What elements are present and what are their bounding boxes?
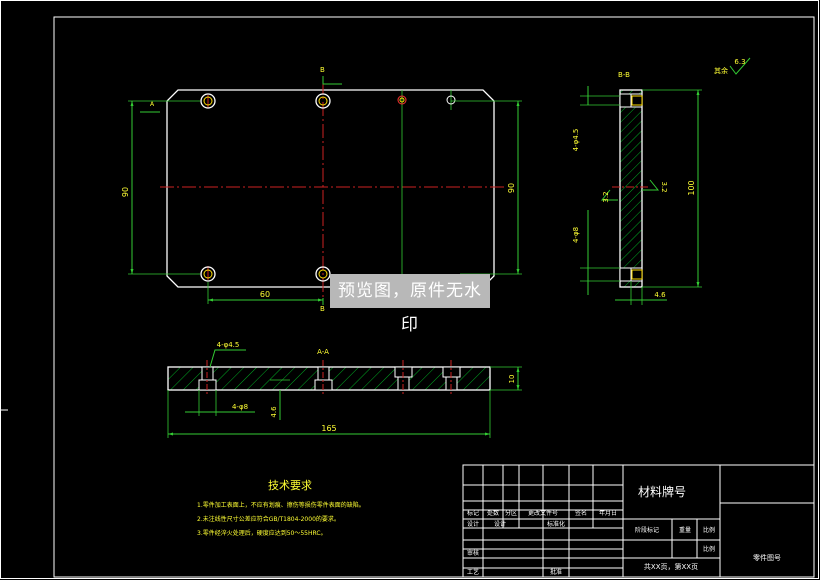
- front-dim-thickness: 10: [508, 375, 516, 384]
- tb-part-no: 零件图号: [753, 553, 781, 562]
- tb-sign: 签名: [575, 509, 587, 517]
- tech-requirements: 技术要求 1.零件加工表面上，不应有划痕、擦伤等损伤零件表面的缺陷。 2.未注线…: [197, 479, 365, 537]
- tb-design: 设计: [467, 520, 479, 528]
- tb-standard: 标准化: [547, 520, 565, 528]
- tb-date: 年月日: [599, 509, 617, 517]
- front-view-title: A-A: [317, 348, 329, 356]
- tech-req-title: 技术要求: [268, 479, 312, 492]
- tb-review: 审核: [467, 549, 479, 557]
- tb-weight: 重量: [679, 526, 691, 534]
- watermark-banner: 预览图，原件无水印: [330, 274, 490, 335]
- roughness-note-value: 6.3: [734, 58, 745, 66]
- roughness-note: 其余 6.3: [714, 57, 751, 75]
- tb-approve: 批准: [550, 568, 562, 576]
- tech-req-item-1: 1.零件加工表面上，不应有划痕、擦伤等损伤零件表面的缺陷。: [197, 501, 365, 509]
- hole-top-right-a: [397, 95, 407, 105]
- side-view-title: B-B: [618, 71, 630, 79]
- front-dim-holes-bottom: 4-φ8: [232, 403, 248, 411]
- dim-90-right: 90: [507, 183, 516, 193]
- front-view: A-A 4-φ4.5 4-φ8 4: [167, 341, 522, 438]
- tb-sheet-info: 共XX页，第XX页: [644, 562, 698, 571]
- tb-scale: 比例: [703, 526, 715, 534]
- side-view: B-B 4-φ4.5 4-φ8 3.2 3.2 100 4.6: [572, 71, 702, 305]
- section-mark-b: B: [320, 66, 325, 74]
- front-dim-length: 165: [321, 424, 336, 433]
- side-roughness-left: 3.2: [602, 191, 610, 202]
- hole-top-mid: [315, 93, 331, 109]
- side-dim-height: 100: [687, 180, 696, 195]
- tb-change-doc: 更改文件号: [528, 509, 558, 517]
- plate-outline: [166, 89, 495, 288]
- tech-req-item-2: 2.未注线性尺寸公差应符合GB/T1804-2000的要求。: [197, 515, 340, 523]
- side-dim-holes-bottom: 4-φ8: [572, 227, 580, 243]
- hole-top-left: [200, 93, 216, 109]
- side-dim-thickness: 4.6: [654, 291, 666, 299]
- dim-90-left: 90: [121, 187, 130, 197]
- tb-stage: 阶段标记: [635, 526, 659, 534]
- tech-req-item-3: 3.零件经淬火处理后，硬度应达到50～55HRC。: [197, 529, 327, 537]
- title-block-text: 材料牌号 零件图号 共XX页，第XX页 标记 处数 分区 更改文件号 签名 年月…: [467, 485, 781, 576]
- tb-design-2: 设计: [494, 520, 506, 528]
- tb-scale-2: 比例: [703, 545, 715, 553]
- dim-60: 60: [260, 290, 270, 299]
- tb-zone: 分区: [505, 509, 517, 517]
- front-dim-holes-top: 4-φ4.5: [217, 341, 240, 349]
- tb-process: 工艺: [467, 568, 479, 576]
- front-dim-depth: 4.6: [270, 406, 278, 418]
- section-arrow-a: A: [150, 101, 155, 108]
- side-section-hatch: [619, 89, 643, 288]
- tb-material: 材料牌号: [638, 485, 686, 499]
- side-dim-holes-top: 4-φ4.5: [572, 129, 580, 152]
- section-mark-b-bottom: B: [320, 305, 325, 313]
- title-block: [462, 464, 815, 578]
- hole-bottom-left: [200, 266, 216, 282]
- hole-top-right-b: [446, 95, 456, 105]
- roughness-note-label: 其余: [714, 66, 728, 75]
- tb-count: 处数: [487, 509, 499, 517]
- side-roughness-right: 3.2: [660, 181, 668, 192]
- tb-mark: 标记: [467, 509, 479, 517]
